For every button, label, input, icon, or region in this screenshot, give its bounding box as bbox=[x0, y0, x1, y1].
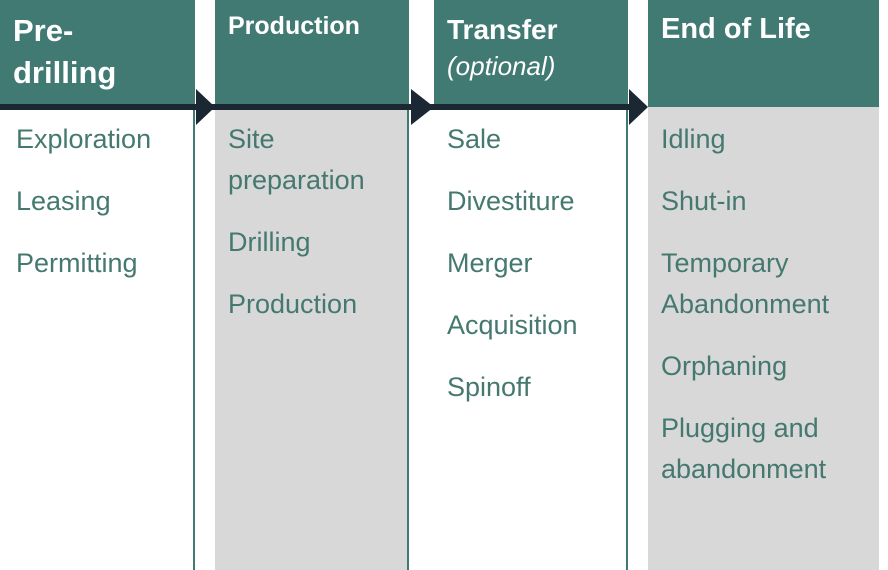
arrow-right-icon bbox=[411, 89, 434, 125]
list-item: Drilling bbox=[228, 227, 311, 257]
stage-subtitle: (optional) bbox=[447, 50, 556, 81]
list-item: Site preparation bbox=[228, 124, 365, 195]
stage-title: End of Life bbox=[661, 13, 811, 45]
list-item: Acquisition bbox=[447, 310, 578, 340]
arrow-right-icon bbox=[629, 89, 648, 125]
list-item: Plugging and abandonment bbox=[661, 413, 827, 484]
list-item: Sale bbox=[447, 124, 502, 154]
stage-title: Pre- drilling bbox=[13, 13, 117, 90]
stage-header: Production bbox=[215, 0, 409, 107]
list-item: Exploration bbox=[16, 124, 152, 154]
list-item: Spinoff bbox=[447, 372, 531, 402]
list-item: Merger bbox=[447, 248, 533, 278]
stage-title: Transfer bbox=[447, 14, 558, 45]
stage-title: Production bbox=[228, 12, 360, 40]
list-item: Shut-in bbox=[661, 186, 747, 216]
stage-header: Transfer (optional) bbox=[434, 0, 628, 107]
list-item: Idling bbox=[661, 124, 726, 154]
list-item: Divestiture bbox=[447, 186, 575, 216]
arrow-right-icon bbox=[196, 89, 215, 125]
list-item: Leasing bbox=[16, 186, 111, 216]
list-item: Permitting bbox=[16, 248, 138, 278]
list-item: Production bbox=[228, 289, 358, 319]
flow-line bbox=[0, 104, 632, 110]
list-item: Orphaning bbox=[661, 351, 788, 381]
stage-header: End of Life bbox=[648, 0, 879, 107]
stage-header: Pre- drilling bbox=[0, 0, 195, 107]
list-item: Temporary Abandonment bbox=[661, 248, 830, 319]
